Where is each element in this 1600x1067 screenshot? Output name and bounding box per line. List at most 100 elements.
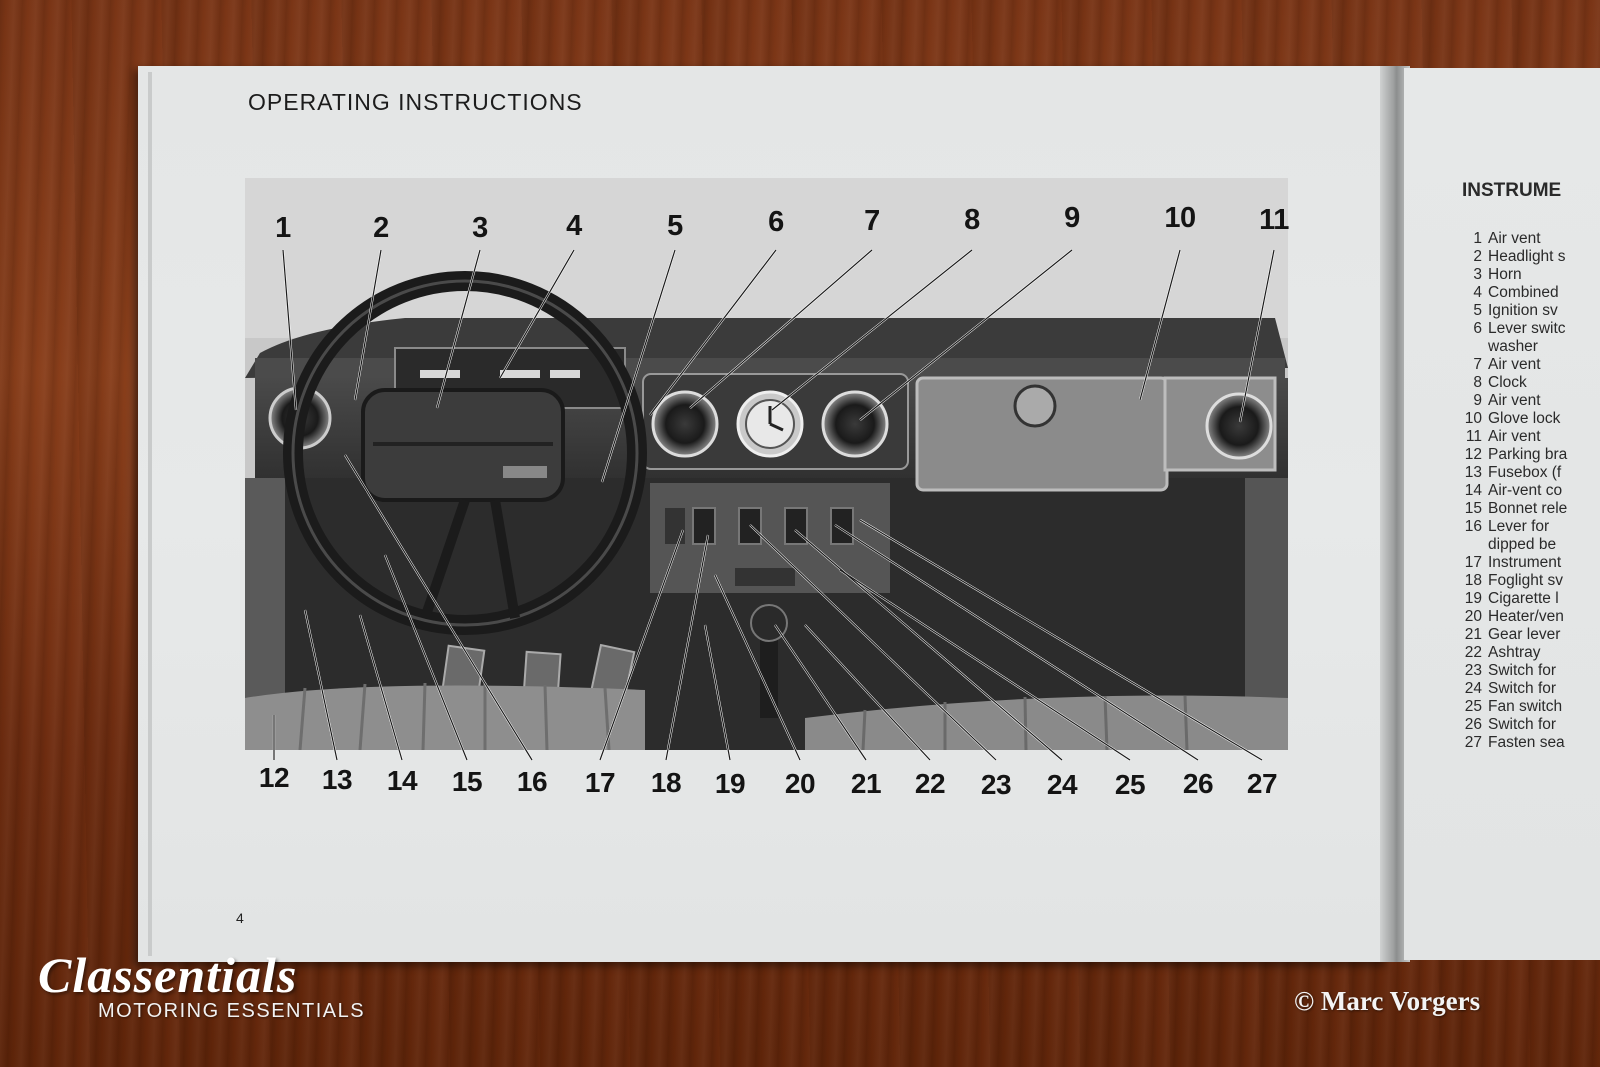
legend-item-text: Fusebox (f bbox=[1488, 464, 1562, 481]
legend-item: dipped be bbox=[1460, 536, 1600, 554]
legend-item-number: 6 bbox=[1473, 320, 1482, 337]
legend-item: 14 Air-vent co bbox=[1460, 482, 1600, 500]
legend-item-number: 21 bbox=[1464, 626, 1482, 643]
callout-19: 19 bbox=[714, 768, 746, 799]
legend-item-text: Combined bbox=[1488, 284, 1559, 301]
legend-item-number: 20 bbox=[1464, 608, 1482, 625]
legend-item-text: washer bbox=[1488, 338, 1538, 355]
legend-item-text: Ashtray bbox=[1488, 644, 1541, 661]
legend-item: 24 Switch for bbox=[1460, 680, 1600, 698]
callout-21: 21 bbox=[850, 768, 882, 799]
callout-13: 13 bbox=[321, 764, 353, 795]
legend-item-text: Switch for bbox=[1488, 680, 1557, 697]
legend-item: 22 Ashtray bbox=[1460, 644, 1600, 662]
callout-6: 6 bbox=[768, 206, 784, 238]
legend-item-number: 15 bbox=[1464, 500, 1482, 517]
legend-item-number: 7 bbox=[1473, 356, 1482, 373]
legend-item-number: 8 bbox=[1473, 374, 1482, 391]
legend-item-text: Air vent bbox=[1488, 428, 1541, 445]
legend-item: 21 Gear lever bbox=[1460, 626, 1600, 644]
legend-item: 18 Foglight sv bbox=[1460, 572, 1600, 590]
legend-item: 20 Heater/ven bbox=[1460, 608, 1600, 626]
legend-item-text: Clock bbox=[1488, 374, 1527, 391]
legend-item-text: Bonnet rele bbox=[1488, 500, 1568, 517]
legend-item-number: 17 bbox=[1464, 554, 1482, 571]
copyright-notice: © Marc Vorgers bbox=[1294, 986, 1481, 1016]
legend-item-number: 12 bbox=[1464, 446, 1482, 463]
callout-20: 20 bbox=[784, 768, 816, 799]
callout-15: 15 bbox=[451, 766, 483, 797]
legend-item-text: Instrument bbox=[1488, 554, 1562, 571]
manual-right-page bbox=[1404, 68, 1600, 960]
callout-10: 10 bbox=[1164, 202, 1196, 234]
callout-18: 18 bbox=[650, 767, 682, 798]
legend-item: 17 Instrument bbox=[1460, 554, 1600, 572]
legend-item-number: 22 bbox=[1464, 644, 1482, 661]
legend-item-text: Ignition sv bbox=[1488, 302, 1558, 319]
legend-item-number: 13 bbox=[1464, 464, 1482, 481]
legend-item-number: 16 bbox=[1464, 518, 1482, 535]
legend-item-number: 4 bbox=[1473, 284, 1482, 301]
legend-item-text: Heater/ven bbox=[1488, 608, 1564, 625]
legend-item: 11 Air vent bbox=[1460, 428, 1600, 446]
callout-7: 7 bbox=[864, 205, 880, 237]
legend-item-text: Fan switch bbox=[1488, 698, 1563, 715]
callout-8: 8 bbox=[964, 204, 980, 236]
callout-2: 2 bbox=[373, 212, 389, 244]
legend-item: washer bbox=[1460, 338, 1600, 356]
callout-23: 23 bbox=[980, 769, 1012, 800]
legend-item-number: 27 bbox=[1464, 734, 1482, 751]
callout-22: 22 bbox=[914, 768, 946, 799]
callout-17: 17 bbox=[584, 767, 616, 798]
legend-item-number: 1 bbox=[1473, 230, 1482, 247]
legend-item: 25 Fan switch bbox=[1460, 698, 1600, 716]
callout-16: 16 bbox=[516, 766, 548, 797]
legend-item-text: Air-vent co bbox=[1488, 482, 1563, 499]
legend-item: 13 Fusebox (f bbox=[1460, 464, 1600, 482]
legend-item-text: Foglight sv bbox=[1488, 572, 1563, 589]
callout-11: 11 bbox=[1259, 204, 1289, 236]
callout-14: 14 bbox=[386, 765, 418, 796]
legend-item: 9 Air vent bbox=[1460, 392, 1600, 410]
legend-item-text: Gear lever bbox=[1488, 626, 1561, 643]
legend-item-text: Air vent bbox=[1488, 392, 1541, 409]
legend-item: 6 Lever switc bbox=[1460, 320, 1600, 338]
legend-item-number: 24 bbox=[1464, 680, 1482, 697]
callout-1: 1 bbox=[275, 212, 291, 244]
callout-9: 9 bbox=[1064, 202, 1080, 234]
legend-item: 16 Lever for bbox=[1460, 518, 1600, 536]
callout-5: 5 bbox=[667, 210, 683, 242]
legend-item-text: Horn bbox=[1488, 266, 1522, 283]
legend-item-number: 19 bbox=[1464, 590, 1482, 607]
callout-25: 25 bbox=[1114, 769, 1146, 800]
legend-item: 8 Clock bbox=[1460, 374, 1600, 392]
legend-item-number: 25 bbox=[1464, 698, 1482, 715]
legend-item-text: Lever switc bbox=[1488, 320, 1566, 337]
legend-item-number: 9 bbox=[1473, 392, 1482, 409]
brand-logo-text: Classentials bbox=[38, 947, 298, 1003]
legend-item-number: 14 bbox=[1464, 482, 1482, 499]
page-number: 4 bbox=[236, 910, 244, 926]
callout-24: 24 bbox=[1046, 769, 1078, 800]
legend-item-number: 2 bbox=[1473, 248, 1482, 265]
legend-item-number: 18 bbox=[1464, 572, 1482, 589]
legend-item: 2 Headlight s bbox=[1460, 248, 1600, 266]
legend-item-number: 11 bbox=[1465, 428, 1482, 445]
legend-item: 15 Bonnet rele bbox=[1460, 500, 1600, 518]
legend-item-text: Headlight s bbox=[1488, 248, 1566, 265]
brand-tagline: MOTORING ESSENTIALS bbox=[98, 1000, 366, 1022]
legend-item-text: Glove lock bbox=[1488, 410, 1561, 427]
legend-item: 10 Glove lock bbox=[1460, 410, 1600, 428]
legend-item-number: 5 bbox=[1473, 302, 1482, 319]
legend-item-number: 10 bbox=[1464, 410, 1482, 427]
legend-item-number: 3 bbox=[1473, 266, 1482, 283]
legend-item-text: Lever for bbox=[1488, 518, 1550, 535]
